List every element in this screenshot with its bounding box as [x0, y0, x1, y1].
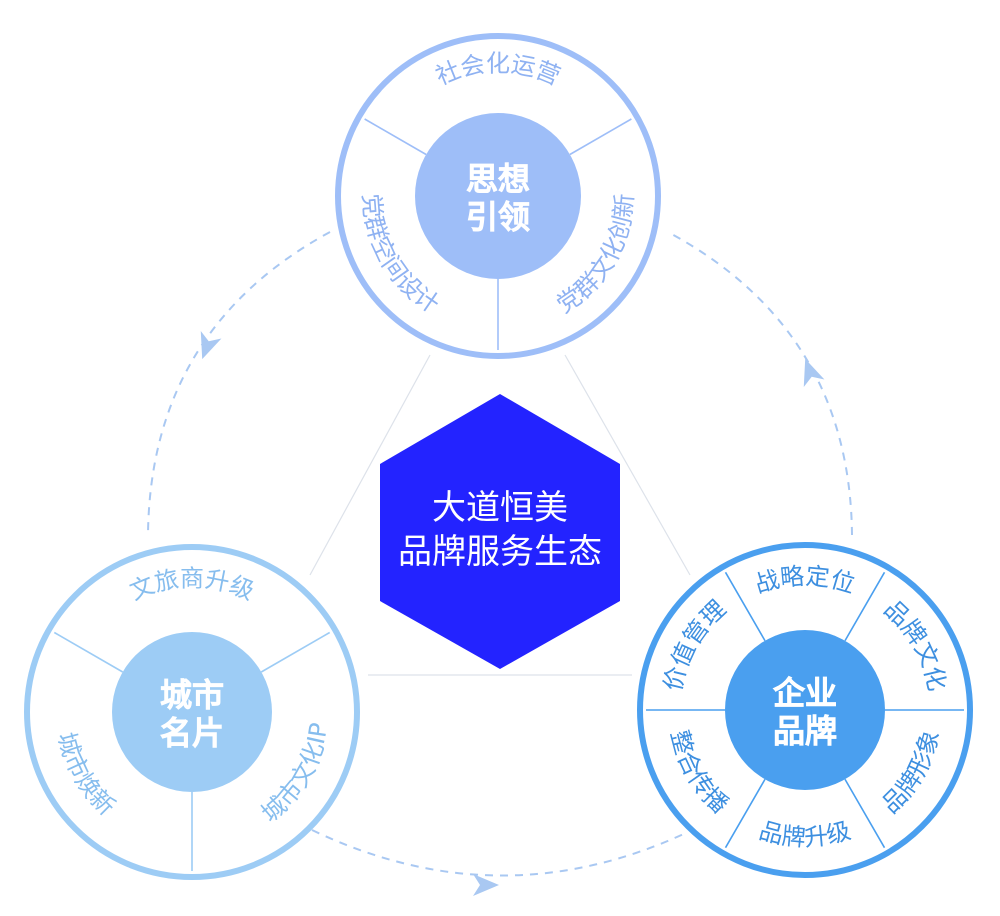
- city-hub: [112, 632, 272, 792]
- thought-hub-title: 思想: [466, 160, 530, 198]
- enterprise-hub-title: 品牌: [773, 712, 837, 750]
- cycle-arcs: [147, 231, 853, 896]
- thought-divider: [364, 118, 427, 156]
- city-hub-title: 城市: [160, 676, 224, 714]
- enterprise-hub: [725, 630, 885, 790]
- city-divider: [260, 631, 331, 673]
- cycle-arc-bottom: [311, 829, 689, 877]
- center-hub: 大道恒美 品牌服务生态: [380, 394, 620, 669]
- center-title-line1: 大道恒美: [432, 488, 568, 528]
- connector-thought-enterprise: [564, 354, 691, 576]
- city-hub-title: 名片: [160, 714, 224, 752]
- enterprise-hub-title: 企业: [773, 674, 837, 712]
- connector-lines: [309, 354, 691, 676]
- arrow-bottom-icon: [473, 874, 499, 896]
- center-hexagon: [380, 394, 620, 669]
- connector-thought-city: [309, 354, 431, 576]
- enterprise-divider: [844, 778, 886, 849]
- enterprise-divider: [724, 571, 766, 642]
- cycle-arc-left: [147, 231, 331, 536]
- enterprise-divider: [724, 778, 766, 849]
- thought-divider: [569, 118, 632, 156]
- city-divider: [53, 631, 124, 673]
- thought-hub-title: 引领: [466, 198, 530, 236]
- arrow-right-icon: [803, 358, 825, 388]
- enterprise-divider: [844, 571, 886, 642]
- center-title-line2: 品牌服务生态: [398, 532, 602, 572]
- arrow-left-icon: [200, 330, 222, 360]
- thought-hub: [415, 113, 581, 279]
- cycle-arc-right: [667, 231, 853, 536]
